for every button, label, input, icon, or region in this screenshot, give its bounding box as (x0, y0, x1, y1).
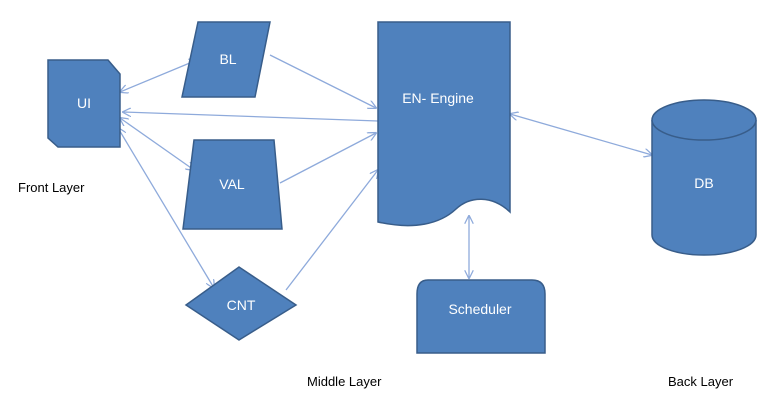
engine-label: EN- Engine (402, 90, 474, 106)
connectors (118, 54, 652, 291)
engine-shape (377, 21, 511, 227)
db-shape (651, 99, 757, 256)
edge-ui-val (120, 118, 194, 170)
val-label: VAL (219, 176, 245, 192)
edge-engine-db (510, 114, 652, 155)
bl-shape (181, 21, 271, 98)
ui-shape (47, 59, 121, 148)
middle-layer-label: Middle Layer (307, 374, 382, 389)
bl-node: BL (181, 21, 271, 98)
cnt-node: CNT (184, 266, 298, 341)
edge-cnt-engine (285, 170, 378, 291)
ui-node: UI (47, 59, 121, 148)
db-node: DB (651, 99, 757, 256)
cnt-shape (184, 266, 298, 341)
scheduler-shape (416, 279, 546, 354)
db-top-rim (651, 119, 757, 141)
val-node: VAL (182, 139, 283, 230)
bl-label: BL (219, 51, 236, 67)
edge-ui-cnt (118, 128, 214, 288)
edge-bl-engine (269, 54, 376, 108)
back-layer-label: Back Layer (668, 374, 734, 389)
ui-label: UI (77, 95, 91, 111)
scheduler-node: Scheduler (416, 279, 546, 354)
front-layer-label: Front Layer (18, 180, 85, 195)
scheduler-label: Scheduler (448, 301, 511, 317)
edge-engine-ui (123, 112, 379, 122)
edge-val-engine (279, 133, 376, 184)
cnt-label: CNT (227, 297, 256, 313)
db-label: DB (694, 175, 713, 191)
engine-node: EN- Engine (377, 21, 511, 227)
edge-ui-bl (120, 60, 197, 92)
val-shape (182, 139, 283, 230)
